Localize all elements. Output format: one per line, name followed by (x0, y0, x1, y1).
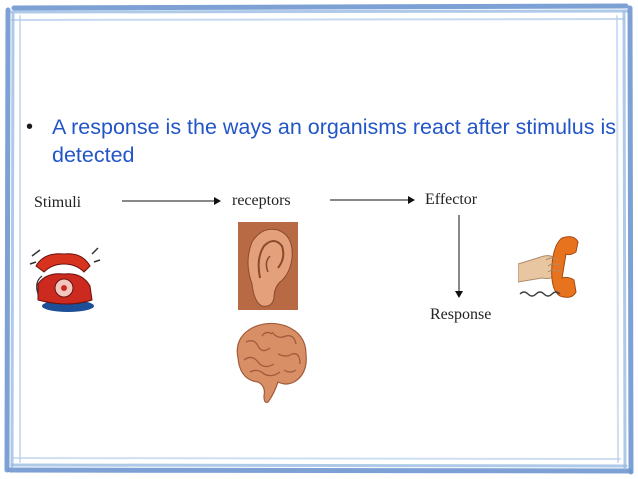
receptors-to-effector-arrow (330, 196, 415, 204)
bullet-marker: • (26, 116, 34, 138)
handset-icon (518, 236, 579, 298)
stimuli-label: Stimuli (34, 194, 82, 211)
response-label: Response (430, 306, 492, 323)
stimuli-to-receptors-arrow (122, 197, 221, 205)
bullet-text: A response is the ways an organisms reac… (52, 115, 617, 167)
telephone-icon (29, 247, 101, 312)
effector-label: Effector (425, 191, 478, 208)
brain-icon (236, 322, 307, 403)
receptors-label: receptors (232, 192, 291, 209)
effector-to-response-arrow (455, 215, 463, 298)
ear-icon (238, 222, 298, 310)
bullet-point: • A response is the ways an organisms re… (26, 113, 624, 169)
